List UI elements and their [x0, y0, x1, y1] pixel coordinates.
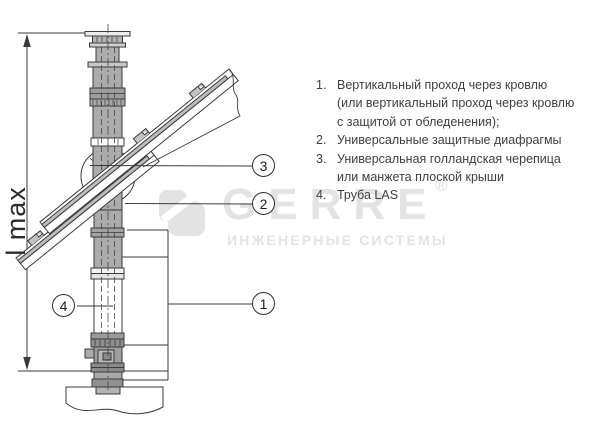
unit-outline [120, 229, 169, 381]
legend-item-text: Универсальные защитные диафрагмы [337, 133, 562, 148]
legend-item-2: 2. Универсальные защитные диафрагмы [316, 131, 575, 149]
legend-item-number: 3. [316, 151, 327, 166]
registered-mark: ® [435, 176, 448, 195]
callout-4: 4 [52, 294, 75, 317]
roof-lower-band [15, 149, 160, 271]
roof-break-edge [142, 68, 241, 168]
legend-item-4: 4. Труба LAS [316, 186, 575, 204]
watermark-logo-icon [159, 190, 205, 236]
dimension-label: l max [1, 186, 31, 256]
legend-item-text: Универсальная голландская черепица или м… [337, 151, 561, 185]
callout-leaders [77, 165, 253, 307]
legend-item-text: Вертикальный проход через кровлю (или ве… [337, 78, 575, 129]
watermark-tagline: ИНЖЕНЕРНЫЕ СИСТЕМЫ [227, 232, 448, 248]
callout-2: 2 [252, 192, 275, 215]
legend-item-3: 3. Универсальная голландская черепица ил… [316, 150, 575, 187]
roof-upper-band [39, 68, 241, 235]
legend-item-text: Труба LAS [337, 188, 399, 203]
break-box [65, 386, 164, 415]
legend-item-1: 1. Вертикальный проход через кровлю (или… [316, 76, 575, 131]
legend-item-number: 2. [316, 133, 327, 148]
callout-3: 3 [252, 154, 275, 177]
legend: 1. Вертикальный проход через кровлю (или… [316, 76, 575, 205]
measurement-port [84, 348, 95, 359]
legend-item-number: 4. [316, 188, 327, 203]
legend-item-number: 1. [316, 78, 327, 92]
callout-1: 1 [252, 292, 275, 315]
